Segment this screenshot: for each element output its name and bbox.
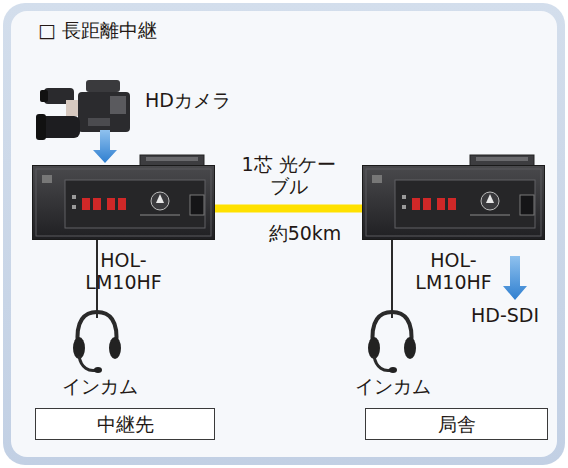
headset-icon [368,312,416,373]
panel [11,11,557,457]
cable-label: 1芯 光ケーブル [234,153,344,197]
signal-arrow [93,130,117,163]
fiber-line [215,205,362,213]
hd-camera [36,80,130,140]
location-name: 中継先 [97,413,154,435]
device-box: HOL- LM10HF [362,165,545,240]
device-illustration [362,155,545,240]
fiber-cable [215,208,362,209]
device-name: インカム [355,375,431,397]
signal-name: HD-SDI [471,304,539,326]
location-box: 中継先 [35,408,215,440]
device-name: HDカメラ [145,89,231,111]
intercom-cable [391,240,393,318]
frame [3,3,565,465]
location-box: 局舎 [365,408,548,440]
device-illustration [32,155,215,240]
diagram-title: □ 長距離中継 [38,19,157,41]
headset-icon [73,312,121,373]
distance-label: 約50km [269,222,342,244]
signal-arrow [503,256,527,300]
location-name: 局舎 [438,413,476,435]
model-name: HOL- LM10HF [409,249,499,293]
device-name: インカム [62,375,138,397]
model-name: HOL- LM10HF [79,249,169,293]
device-box: HOL- LM10HF [32,165,215,240]
